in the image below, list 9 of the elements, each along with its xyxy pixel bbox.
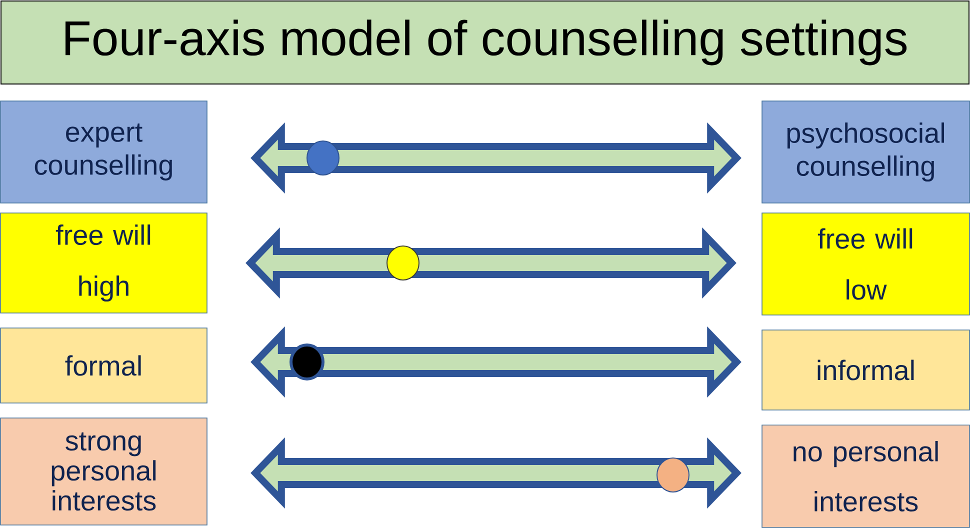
label-box: informal [762, 330, 970, 410]
label-box: psychosocial counselling [762, 100, 970, 204]
label-box: free will low [762, 212, 970, 316]
label-box: expert counselling [0, 100, 208, 204]
label-box: free will high [0, 212, 208, 314]
label-box: formal [0, 328, 208, 404]
label-box: no personal interests [762, 424, 970, 528]
title-banner: Four-axis model of counselling settings [0, 0, 970, 84]
label-box: strong personal interests [0, 418, 208, 526]
